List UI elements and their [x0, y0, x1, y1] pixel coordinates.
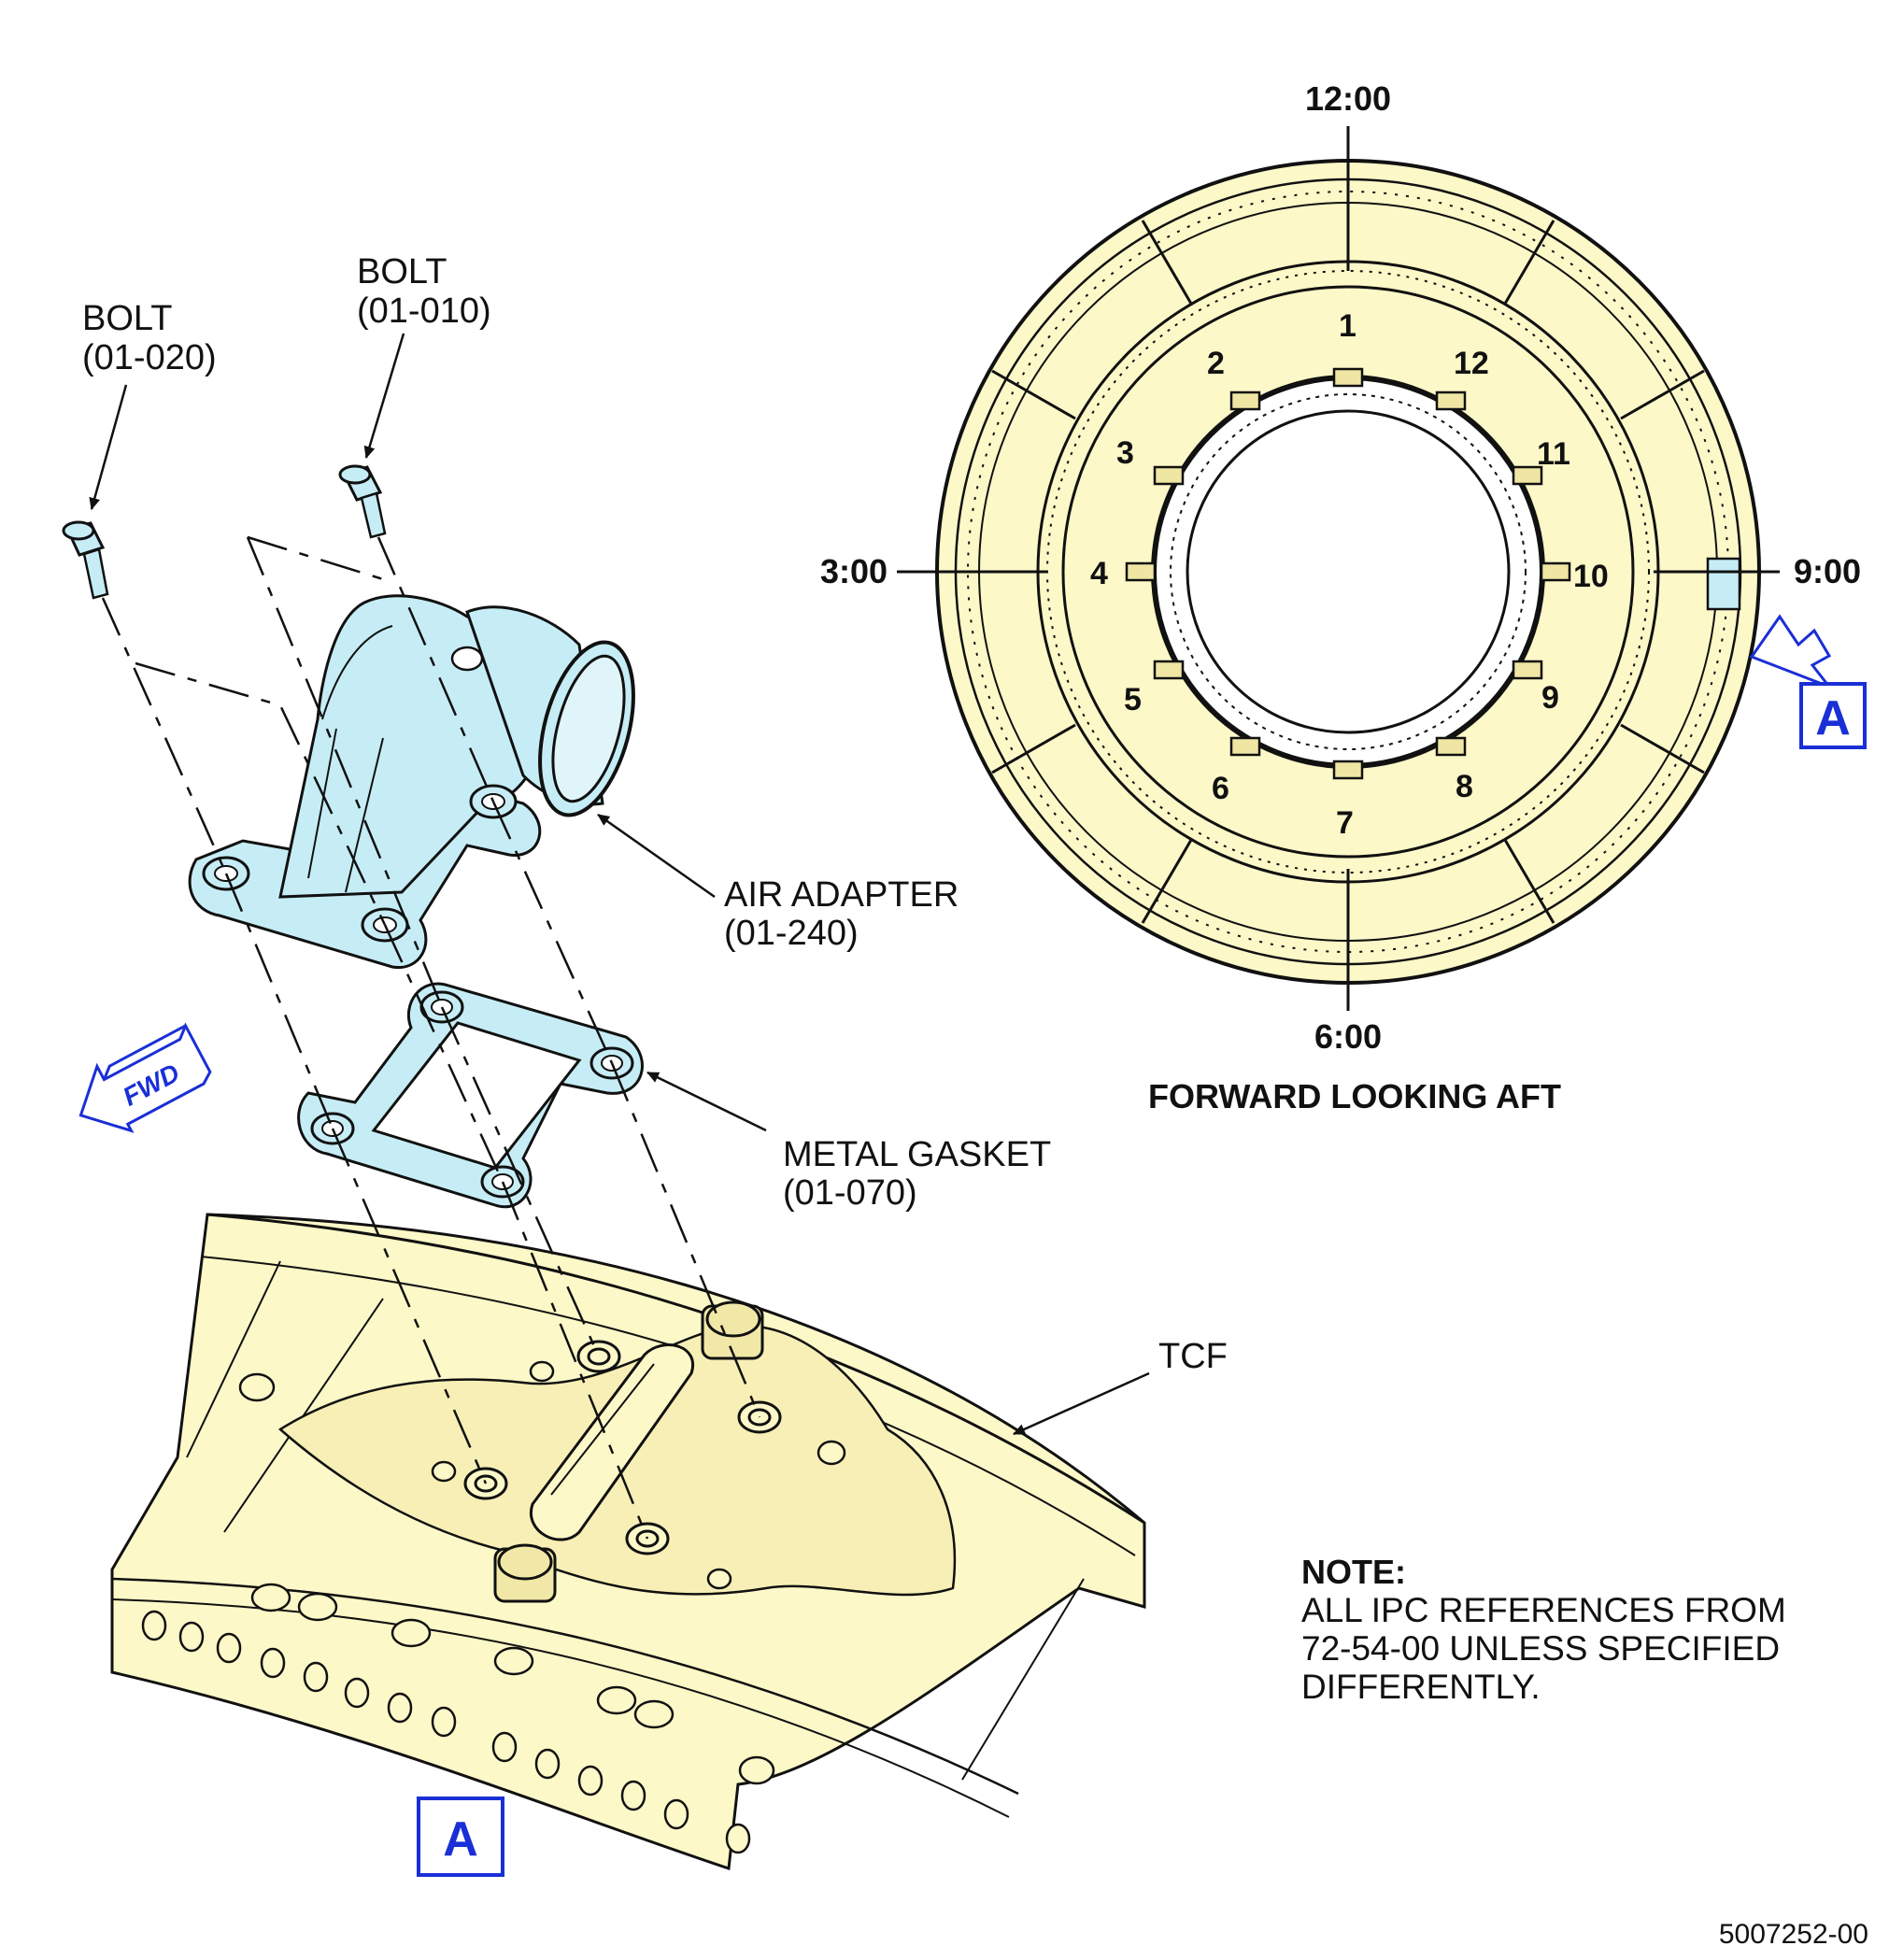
tcf-bolt-bosses [463, 1340, 782, 1555]
position-2: 2 [1207, 346, 1225, 381]
position-3: 3 [1116, 435, 1134, 471]
position-11: 11 [1537, 436, 1570, 472]
position-7: 7 [1336, 805, 1354, 841]
clock-axis-lines [897, 126, 1780, 1011]
label-metal-gasket-name: METAL GASKET [783, 1135, 1051, 1174]
note-line-1: ALL IPC REFERENCES FROM [1301, 1591, 1786, 1629]
position-8: 8 [1456, 769, 1473, 804]
fwd-arrow: FWD [78, 1022, 212, 1133]
label-air-adapter: AIR ADAPTER (01-240) [724, 875, 959, 953]
label-air-adapter-ref: (01-240) [724, 914, 859, 953]
note-line-2: 72-54-00 UNLESS SPECIFIED [1301, 1629, 1780, 1668]
label-bolt-01-010: BOLT (01-010) [357, 252, 491, 331]
clock-label-12: 12:00 [1305, 79, 1391, 118]
label-bolt-01-020: BOLT (01-020) [82, 299, 217, 377]
view-marker-a-ring: A [1799, 682, 1867, 749]
label-bolt-01-010-name: BOLT [357, 252, 447, 291]
position-12: 12 [1454, 346, 1489, 381]
tcf-holes [141, 1360, 846, 1854]
note-line-3: DIFFERENTLY. [1301, 1668, 1541, 1706]
tcf-nut-plates [493, 1300, 764, 1603]
assembly-center-lines [101, 535, 761, 1540]
clock-label-6: 6:00 [1314, 1017, 1382, 1056]
position-9: 9 [1541, 680, 1559, 716]
note-heading: NOTE: [1301, 1553, 1406, 1591]
view-marker-a-detail: A [417, 1797, 504, 1877]
clock-label-3: 3:00 [820, 552, 888, 590]
label-tcf: TCF [1158, 1337, 1228, 1376]
view-marker-a-ring-label: A [1815, 691, 1851, 746]
air-adapter [188, 594, 635, 969]
label-bolt-01-020-name: BOLT [82, 299, 172, 338]
position-numbers: 1 2 3 4 5 6 7 8 9 10 11 12 [1090, 308, 1609, 841]
position-6: 6 [1212, 771, 1229, 806]
position-5: 5 [1124, 682, 1142, 717]
position-4: 4 [1090, 556, 1108, 591]
ring-view-title: FORWARD LOOKING AFT [1148, 1077, 1561, 1115]
note-block: NOTE: ALL IPC REFERENCES FROM 72-54-00 U… [1301, 1553, 1786, 1706]
leader-lines [89, 333, 1150, 1436]
position-10: 10 [1573, 559, 1609, 594]
label-bolt-01-010-ref: (01-010) [357, 291, 491, 331]
label-metal-gasket: METAL GASKET (01-070) [783, 1135, 1051, 1213]
view-marker-a-detail-label: A [443, 1812, 478, 1867]
label-metal-gasket-ref: (01-070) [783, 1173, 917, 1213]
bolt-01-020 [62, 520, 109, 600]
bolt-01-010 [338, 464, 387, 539]
label-bolt-01-020-ref: (01-020) [82, 338, 217, 377]
clock-label-9: 9:00 [1794, 552, 1861, 590]
label-air-adapter-name: AIR ADAPTER [724, 875, 959, 915]
position-1: 1 [1339, 308, 1356, 344]
figure-id: 5007252-00 [1719, 1919, 1868, 1950]
